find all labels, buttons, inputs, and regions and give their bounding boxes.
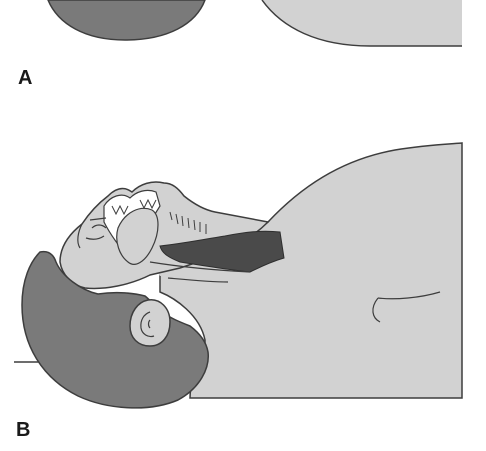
panel-label-a: A (18, 68, 32, 88)
panel-label-b: B (16, 420, 30, 440)
panel-a-head (48, 0, 205, 40)
ear (130, 300, 170, 346)
panel-a-drawing (48, 0, 462, 46)
panel-a-body (262, 0, 462, 46)
panel-b-drawing (14, 143, 462, 408)
